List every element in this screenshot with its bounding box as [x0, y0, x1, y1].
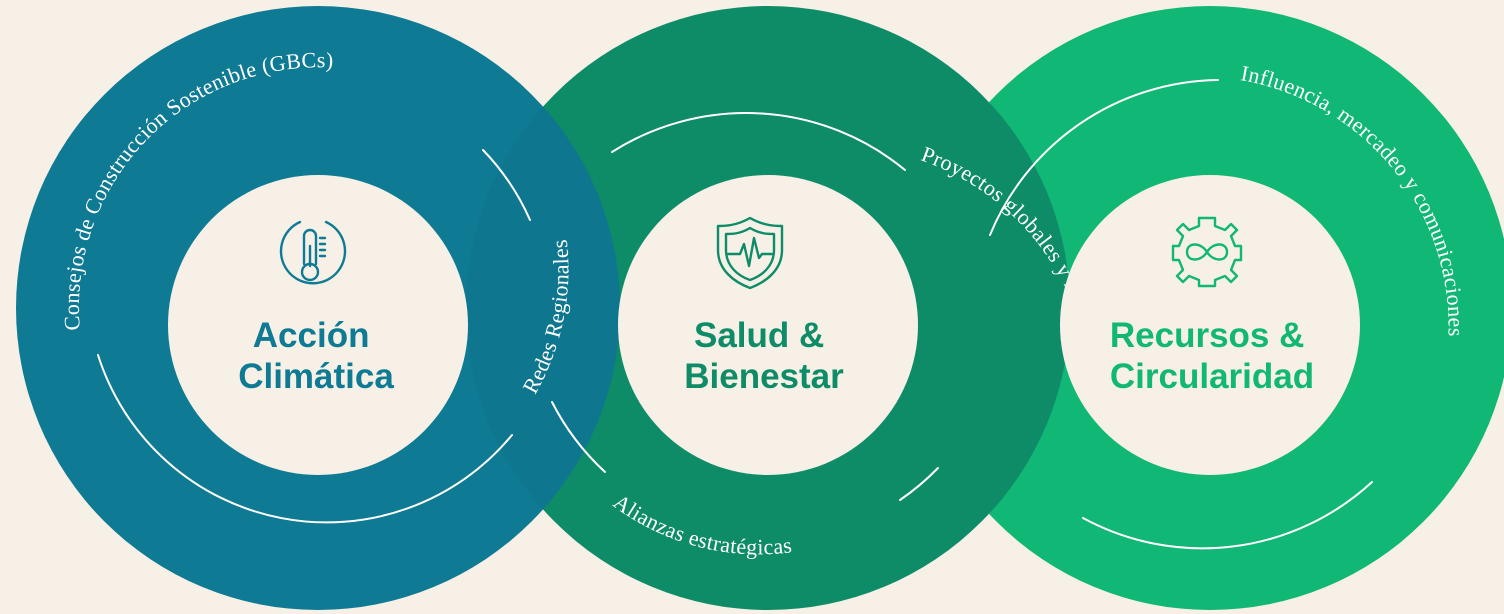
thermometer-icon — [279, 220, 347, 285]
ring-arcs — [97, 79, 1373, 550]
pillar-title-climate: Acción Climática — [238, 316, 394, 396]
pillar-center-climate — [168, 175, 468, 475]
pillar-title-health: Salud & Bienestar — [684, 316, 844, 396]
shield-heartbeat-icon — [716, 216, 784, 290]
pillar-title-resources: Recursos & Circularidad — [1110, 316, 1314, 396]
gear-infinity-icon — [1171, 216, 1243, 288]
pillar-center-resources — [1060, 175, 1360, 475]
pillar-center-health — [618, 175, 918, 475]
